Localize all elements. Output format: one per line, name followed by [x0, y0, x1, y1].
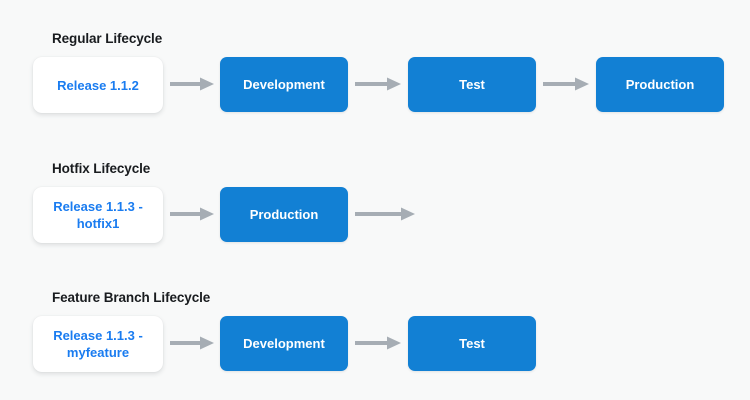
stage-box-test[interactable]: Test [408, 57, 536, 112]
release-card-label: Release 1.1.3 - hotfix1 [53, 199, 143, 231]
stage-box-label: Production [249, 207, 319, 222]
release-card-label: Release 1.1.2 [57, 77, 139, 93]
stage-box-label: Development [243, 77, 325, 92]
arrow-development-to-test [355, 336, 401, 350]
stage-box-label: Test [459, 77, 485, 92]
release-card-regular[interactable]: Release 1.1.2 [33, 57, 163, 113]
arrow-release-to-development [170, 77, 214, 91]
lifecycle-title-regular: Regular Lifecycle [52, 31, 163, 46]
stage-box-development[interactable]: Development [220, 316, 348, 371]
stage-box-test[interactable]: Test [408, 316, 536, 371]
arrow-production-trailing [355, 207, 415, 221]
stage-box-production[interactable]: Production [220, 187, 348, 242]
lifecycle-title-feature-branch: Feature Branch Lifecycle [52, 290, 211, 305]
stage-box-production[interactable]: Production [596, 57, 724, 112]
stage-box-label: Test [459, 336, 485, 351]
arrow-release-to-production [170, 207, 214, 221]
release-card-label: Release 1.1.3 - myfeature [53, 328, 143, 360]
stage-box-label: Production [625, 77, 695, 92]
release-card-hotfix[interactable]: Release 1.1.3 - hotfix1 [33, 187, 163, 243]
arrow-development-to-test [355, 77, 401, 91]
release-card-feature-branch[interactable]: Release 1.1.3 - myfeature [33, 316, 163, 372]
stage-box-label: Development [243, 336, 325, 351]
arrow-release-to-development [170, 336, 214, 350]
lifecycle-title-hotfix: Hotfix Lifecycle [52, 161, 151, 176]
stage-box-development[interactable]: Development [220, 57, 348, 112]
arrow-test-to-production [543, 77, 589, 91]
